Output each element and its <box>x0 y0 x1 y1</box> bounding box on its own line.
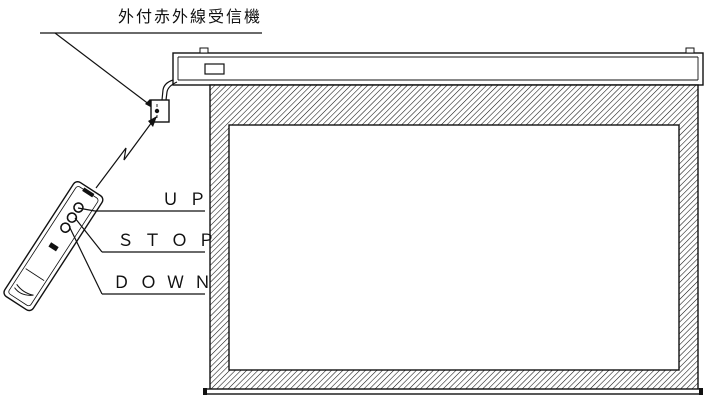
bottom-bar-end-cap <box>203 388 207 395</box>
stop-leader-line <box>74 217 103 253</box>
remote-grip-detail <box>14 283 34 296</box>
screen-housing <box>172 47 704 86</box>
ir-signal-arrowhead <box>148 116 157 127</box>
stop-label: ＳＴＯＰ <box>117 231 225 251</box>
down-leader-line <box>69 227 103 295</box>
remote-ir-emitter <box>82 187 95 198</box>
ir-receiver-box <box>150 99 170 123</box>
screen-bottom-bar <box>203 388 703 395</box>
down-label: ＤＯＷＮ <box>113 273 221 293</box>
receiver-label: 外付赤外線受信機 <box>118 7 262 26</box>
screen-viewing-area <box>228 124 680 371</box>
receiver-leader-line <box>54 32 151 106</box>
bottom-bar-end-cap <box>699 388 703 395</box>
up-leader-line <box>77 207 96 212</box>
remote-indicator <box>48 242 59 252</box>
ir-signal-zigzag <box>95 121 153 189</box>
remote-control <box>3 181 104 312</box>
remote-stop-button[interactable] <box>66 211 78 223</box>
remote-down-button[interactable] <box>59 221 71 233</box>
up-label: ＵＰ <box>162 190 216 210</box>
ir-receiver-sensor <box>154 108 160 114</box>
remote-grip-line <box>25 268 45 281</box>
receiver-cable <box>161 79 178 101</box>
housing-label-window <box>204 63 225 75</box>
